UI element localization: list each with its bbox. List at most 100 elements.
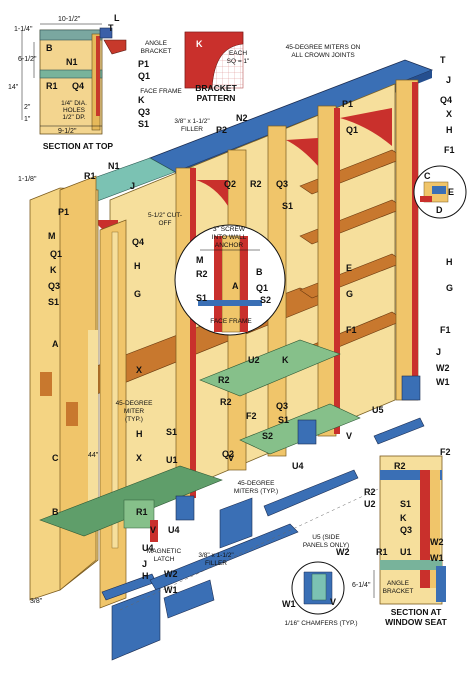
crown-miters-note-2: ALL CROWN JOINTS — [291, 52, 355, 59]
grid-note-1: EACH — [228, 50, 248, 57]
label-Q2-lower: Q2 — [222, 449, 235, 459]
crown-miters-note-1: 45-DEGREE MITERS ON — [285, 44, 361, 51]
label-H-right-top: H — [446, 125, 453, 135]
label-S1-lower: S1 — [166, 427, 178, 437]
label-H-middle: H — [136, 429, 143, 439]
label-V-right: V — [346, 431, 353, 441]
label-S1-window: S1 — [400, 499, 412, 509]
label-U1: U1 — [166, 455, 178, 465]
latch-note-2: LATCH — [153, 556, 175, 563]
filler-top-note-1: 3/8" x 1-1/2" — [174, 118, 210, 125]
angle-bracket-seat-note-2: BRACKET — [382, 588, 414, 595]
u5-note-1: U5 (SIDE — [312, 534, 340, 541]
label-R1-lower: R1 — [136, 507, 148, 517]
label-S1-middle: S1 — [278, 415, 290, 425]
label-J-lower: J — [436, 347, 442, 357]
dim-10-1-2: 10-1/2" — [58, 16, 81, 23]
label-Q3-middle: Q3 — [276, 401, 289, 411]
label-R2-middle: R2 — [218, 375, 230, 385]
chamfers-note: 1/16" CHAMFERS (TYP.) — [284, 620, 358, 627]
label-Q3-top: Q3 — [138, 107, 151, 117]
holes-note-3: 1/2" DP. — [62, 114, 86, 121]
dim-1-1-4: 1-1/4" — [14, 26, 33, 33]
label-R2-main: R2 — [250, 179, 262, 189]
label-Q3-main: Q3 — [276, 179, 289, 189]
label-P1-right: P1 — [342, 99, 354, 109]
label-Q1-detail: Q1 — [256, 283, 269, 293]
label-J-bottom: J — [142, 559, 148, 569]
miter-typ-note-1: 45-DEGREE — [115, 400, 153, 407]
label-M-detail: M — [196, 255, 204, 265]
label-K-left: K — [50, 265, 57, 275]
label-G-right: G — [446, 283, 454, 293]
bracket-pattern-caption-2: PATTERN — [196, 93, 236, 103]
label-Q1-right: Q1 — [346, 125, 359, 135]
label-X-right: X — [446, 109, 453, 119]
label-F2: F2 — [246, 411, 257, 421]
cutoff-note-2: OFF — [158, 220, 172, 227]
label-J-right: J — [446, 75, 452, 85]
angle-bracket-seat-note-1: ANGLE — [386, 580, 410, 587]
screw-note-1: 3" SCREW — [213, 226, 245, 233]
label-G-middle: G — [346, 289, 354, 299]
dim-14: 14" — [8, 84, 19, 91]
filler-bottom-note-1: 3/8" x 1-1/2" — [198, 552, 234, 559]
label-H-right: H — [446, 257, 453, 267]
label-W1-circle: W1 — [282, 599, 296, 609]
miters-typ-note-1: 45-DEGREE — [237, 480, 275, 487]
dim-1: 1" — [24, 116, 31, 123]
label-K-middle: K — [282, 355, 289, 365]
angle-bracket-top-note-2: BRACKET — [140, 48, 172, 55]
label-U2: U2 — [248, 355, 260, 365]
label-V-lower: V — [150, 525, 157, 535]
label-R2-window: R2 — [394, 461, 406, 471]
section-at-top — [21, 23, 127, 135]
label-H-bottom: H — [142, 571, 149, 581]
cutoff-note-1: 5-1/2" CUT- — [147, 212, 183, 219]
label-R2-detail: R2 — [196, 269, 208, 279]
label-S1-main: S1 — [282, 201, 294, 211]
label-F1-middle: F1 — [346, 325, 357, 335]
label-P1-left: P1 — [58, 207, 70, 217]
label-Q2: Q2 — [224, 179, 237, 189]
label-K-window: K — [400, 513, 407, 523]
dim-44: 44" — [88, 452, 99, 459]
label-F1-lower: F1 — [440, 325, 451, 335]
label-T-top: T — [108, 23, 114, 33]
label-R1-window: R1 — [376, 547, 388, 557]
label-Q1-top: Q1 — [138, 71, 151, 81]
label-S1-left: S1 — [48, 297, 60, 307]
section-at-top-caption: SECTION AT TOP — [42, 141, 114, 151]
label-E: E — [346, 263, 353, 273]
label-A-left: A — [52, 339, 59, 349]
detail-circle-top — [413, 165, 467, 219]
label-S2-detail: S2 — [260, 295, 272, 305]
label-Q4-right: Q4 — [440, 95, 453, 105]
label-L-top: L — [114, 13, 120, 23]
grid-note-2: SQ = 1" — [226, 58, 250, 65]
label-K-top: K — [138, 95, 145, 105]
label-U4-right: U4 — [292, 461, 304, 471]
label-Q1-left: Q1 — [50, 249, 63, 259]
label-R2-lower: R2 — [220, 397, 232, 407]
label-W2-circle: W2 — [336, 547, 350, 557]
label-W1-window: W1 — [430, 553, 444, 563]
label-J-main: J — [130, 181, 136, 191]
dim-6-1-2: 6-1/2" — [18, 56, 37, 63]
label-K-bracket: K — [196, 39, 203, 49]
dim-2: 2" — [24, 104, 31, 111]
section-at-window-seat — [373, 455, 446, 605]
label-P2: P2 — [216, 125, 228, 135]
label-Q3-left: Q3 — [48, 281, 61, 291]
label-U4-lower: U4 — [168, 525, 180, 535]
label-V-middle: V — [228, 453, 235, 463]
label-F2-window: F2 — [440, 447, 451, 457]
miter-typ-note-2: MITER — [123, 408, 145, 415]
holes-note-2: HOLES — [62, 107, 86, 114]
label-U4-left: U4 — [142, 543, 154, 553]
label-U1-window: U1 — [400, 547, 412, 557]
screw-note-3: ANCHOR — [214, 242, 244, 249]
label-B-detail: B — [256, 267, 263, 277]
label-W2-right: W2 — [436, 363, 450, 373]
